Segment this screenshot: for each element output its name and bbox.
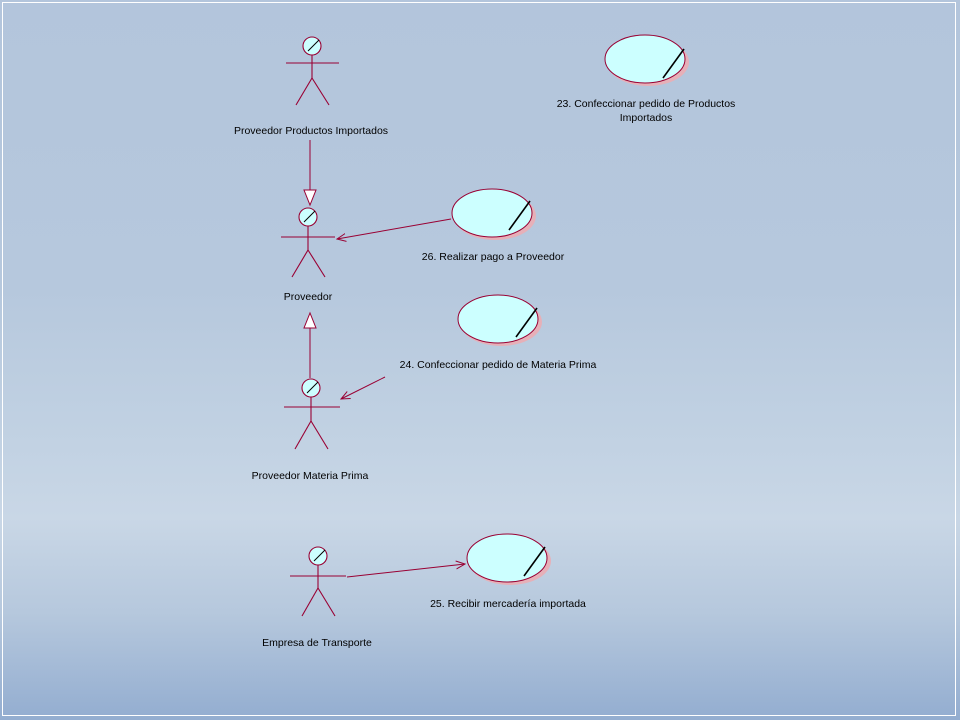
use-case-label: 25. Recibir mercadería importada xyxy=(430,598,586,610)
actor-proveedor[interactable]: Proveedor xyxy=(281,207,335,303)
use-case-ellipse xyxy=(451,188,536,240)
use-case-label-line2: Importados xyxy=(620,112,673,124)
actor-icon xyxy=(284,378,340,450)
use-case-26[interactable]: 26. Realizar pago a Proveedor xyxy=(422,188,565,263)
use-case-23[interactable]: 23. Confeccionar pedido de Productos Imp… xyxy=(557,34,736,124)
generalization-materia-prima-to-proveedor[interactable] xyxy=(303,311,317,378)
actor-icon xyxy=(281,207,335,278)
generalization-importados-to-proveedor[interactable] xyxy=(303,140,317,207)
actor-icon xyxy=(286,36,339,106)
actor-label: Proveedor Productos Importados xyxy=(234,125,388,137)
use-case-24[interactable]: 24. Confeccionar pedido de Materia Prima xyxy=(400,294,597,371)
use-case-25[interactable]: 25. Recibir mercadería importada xyxy=(430,533,586,610)
use-case-label: 26. Realizar pago a Proveedor xyxy=(422,251,565,263)
actor-proveedor-materia-prima[interactable]: Proveedor Materia Prima xyxy=(252,378,369,482)
actor-label: Empresa de Transporte xyxy=(262,637,372,649)
actor-icon xyxy=(290,546,346,617)
actor-empresa-de-transporte[interactable]: Empresa de Transporte xyxy=(262,546,372,649)
association-uc26-proveedor[interactable] xyxy=(337,218,452,239)
use-case-ellipse xyxy=(457,294,542,346)
actor-label: Proveedor Materia Prima xyxy=(252,470,369,482)
use-case-ellipse xyxy=(604,34,689,86)
use-case-label-line1: 23. Confeccionar pedido de Productos xyxy=(557,98,736,110)
actor-label: Proveedor xyxy=(284,291,333,303)
use-case-label: 24. Confeccionar pedido de Materia Prima xyxy=(400,359,597,371)
association-transporte-uc25[interactable] xyxy=(346,564,465,578)
use-case-ellipse xyxy=(466,533,551,585)
association-uc24-materia-prima[interactable] xyxy=(341,376,386,399)
actor-proveedor-productos-importados[interactable]: Proveedor Productos Importados xyxy=(234,36,388,137)
